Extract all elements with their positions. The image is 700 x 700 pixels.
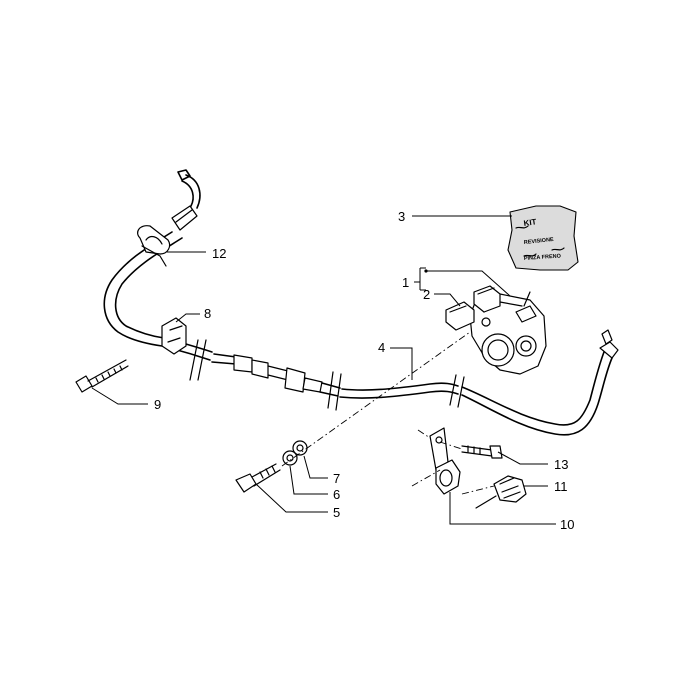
kit-bag-part-3: KIT REVISIONE PINZA FRENO (507, 205, 579, 271)
assembly-line-bolt (281, 331, 471, 467)
bracket-part-10 (411, 427, 461, 495)
callout-8: 8 (204, 306, 211, 321)
brake-caliper-part-1 (469, 291, 547, 375)
leader-lines (91, 215, 556, 525)
bolt-part-5 (235, 463, 281, 493)
bolt-part-13 (439, 441, 503, 459)
callout-10: 10 (560, 517, 574, 532)
nut-part-11 (461, 475, 527, 509)
callout-11: 11 (554, 479, 568, 494)
callout-9: 9 (154, 397, 161, 412)
brake-hose (103, 169, 619, 436)
brake-pads-part-2 (445, 285, 501, 331)
callout-12: 12 (212, 246, 226, 261)
kit-bag-line2: REVISIONE (524, 237, 555, 246)
washer-part-7 (292, 440, 308, 456)
screw-part-9 (75, 359, 129, 393)
callout-4: 4 (378, 340, 385, 355)
callout-3: 3 (398, 209, 405, 224)
callout-5: 5 (333, 505, 340, 520)
callout-6: 6 (333, 487, 340, 502)
kit-bag-line3: PINZA FRENO (524, 253, 562, 262)
clamp-part-12 (137, 225, 171, 267)
kit-bag-line1: KIT (523, 217, 537, 228)
callout-13: 13 (554, 457, 568, 472)
washer-part-6 (282, 450, 298, 466)
callout-7: 7 (333, 471, 340, 486)
clamp-part-8 (161, 317, 187, 355)
callout-1: 1 (402, 275, 409, 290)
callout-2: 2 (423, 287, 430, 302)
